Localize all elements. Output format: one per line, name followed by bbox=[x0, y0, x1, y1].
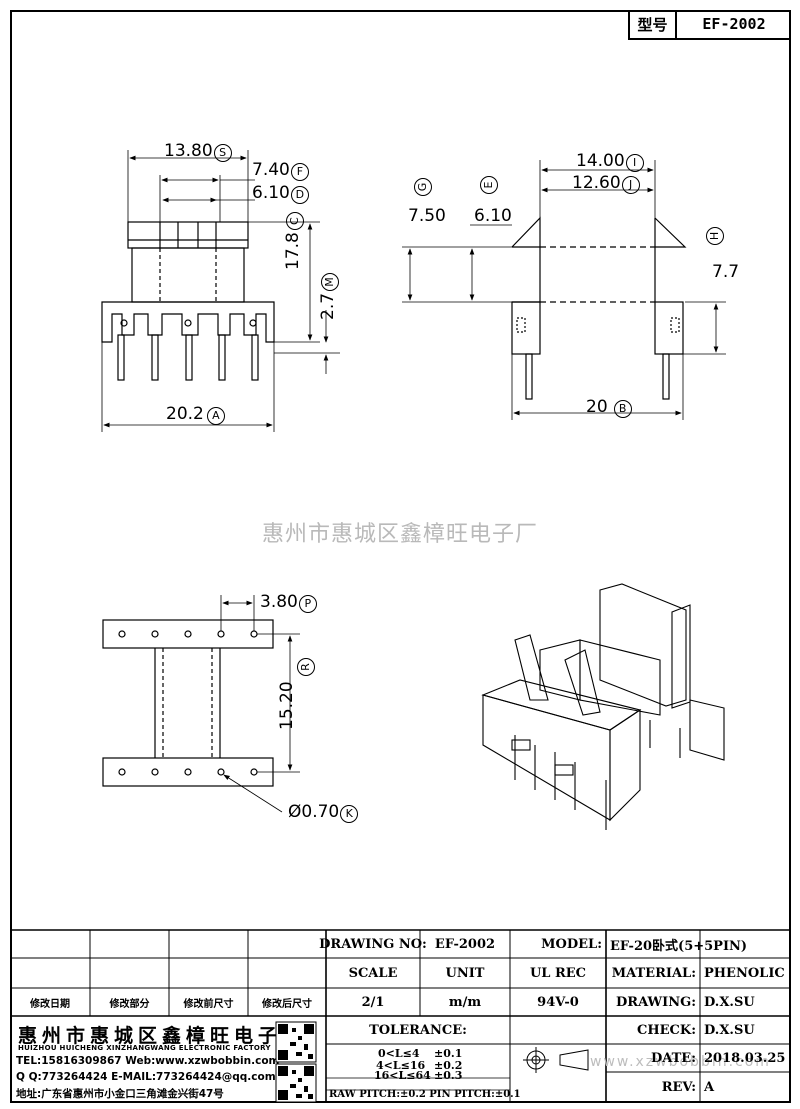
qr-code-icon bbox=[275, 1021, 317, 1063]
dim-7-50: 7.50 bbox=[408, 206, 446, 226]
material-value: PHENOLIC bbox=[704, 965, 785, 981]
drawing-label: DRAWING: bbox=[616, 994, 696, 1010]
model-label: MODEL: bbox=[541, 936, 602, 952]
scale-label: SCALE bbox=[348, 965, 398, 981]
pitch-tolerance: RAW PITCH:±0.2 PIN PITCH:±0.1 bbox=[329, 1089, 521, 1100]
tolerance-label: TOLERANCE: bbox=[369, 1022, 467, 1038]
unit-label: UNIT bbox=[445, 965, 485, 981]
ul-rec-value: 94V-0 bbox=[537, 994, 579, 1010]
model-header-key: 型号 bbox=[630, 10, 677, 38]
model-header: 型号 EF-2002 bbox=[628, 10, 791, 40]
bottom-view bbox=[102, 595, 300, 813]
drawing-value: D.X.SU bbox=[704, 994, 755, 1010]
model-header-value: EF-2002 bbox=[702, 15, 766, 33]
tol-value-1: ±0.1 bbox=[434, 1047, 463, 1060]
qr-code-2-icon bbox=[275, 1063, 317, 1103]
date-value: 2018.03.25 bbox=[704, 1050, 786, 1066]
title-block-grid bbox=[10, 929, 791, 1103]
drawing-no-label: DRAWING NO: bbox=[319, 936, 427, 952]
rev-col-date: 修改日期 bbox=[30, 998, 70, 1010]
rev-value: A bbox=[704, 1080, 715, 1095]
ul-rec-label: UL REC bbox=[529, 965, 587, 981]
rev-col-after: 修改后尺寸 bbox=[262, 998, 312, 1010]
site-watermark: www.xzwbobbin.com bbox=[590, 1054, 771, 1070]
tag-p: P bbox=[298, 595, 317, 613]
tol-range-3: 16<L≤64 bbox=[374, 1069, 431, 1082]
bottom-pin-holes bbox=[118, 630, 258, 776]
check-label: CHECK: bbox=[637, 1022, 696, 1038]
tag-k: K bbox=[340, 805, 359, 823]
date-label: DATE: bbox=[650, 1050, 696, 1066]
model-value: EF-20卧式(5+5PIN) bbox=[610, 938, 748, 954]
unit-value: m/m bbox=[448, 994, 482, 1010]
dim-6-10-side: 6.10 bbox=[474, 206, 512, 226]
drawing-frame bbox=[10, 10, 791, 1103]
tag-j: J bbox=[621, 176, 640, 194]
drawing-no-value: EF-2002 bbox=[434, 936, 496, 952]
tag-i: I bbox=[625, 154, 644, 172]
isometric-view bbox=[481, 583, 725, 830]
tag-a: A bbox=[206, 407, 225, 425]
rev-col-part: 修改部分 bbox=[109, 998, 150, 1010]
scale-value: 2/1 bbox=[361, 994, 385, 1010]
front-view bbox=[101, 150, 340, 432]
rev-col-before: 修改前尺寸 bbox=[183, 998, 234, 1010]
material-label: MATERIAL: bbox=[611, 965, 696, 981]
tol-value-3: ±0.3 bbox=[434, 1069, 463, 1082]
rev-label: REV: bbox=[661, 1080, 696, 1095]
tag-d: D bbox=[290, 186, 309, 204]
watermark: 惠州市惠城区鑫樟旺电子厂 bbox=[261, 522, 538, 547]
tol-range-2: 4<L≤16 bbox=[376, 1059, 426, 1072]
dim-7-7: 7.7 bbox=[712, 262, 740, 282]
tol-range-1: 0<L≤4 bbox=[378, 1047, 420, 1060]
tag-f: F bbox=[290, 163, 309, 181]
check-value: D.X.SU bbox=[704, 1022, 755, 1038]
tag-b: B bbox=[613, 400, 632, 418]
tol-value-2: ±0.2 bbox=[434, 1059, 463, 1072]
projection-symbol-icon bbox=[523, 1047, 589, 1073]
front-pins bbox=[117, 334, 259, 381]
tag-s: S bbox=[213, 144, 232, 162]
